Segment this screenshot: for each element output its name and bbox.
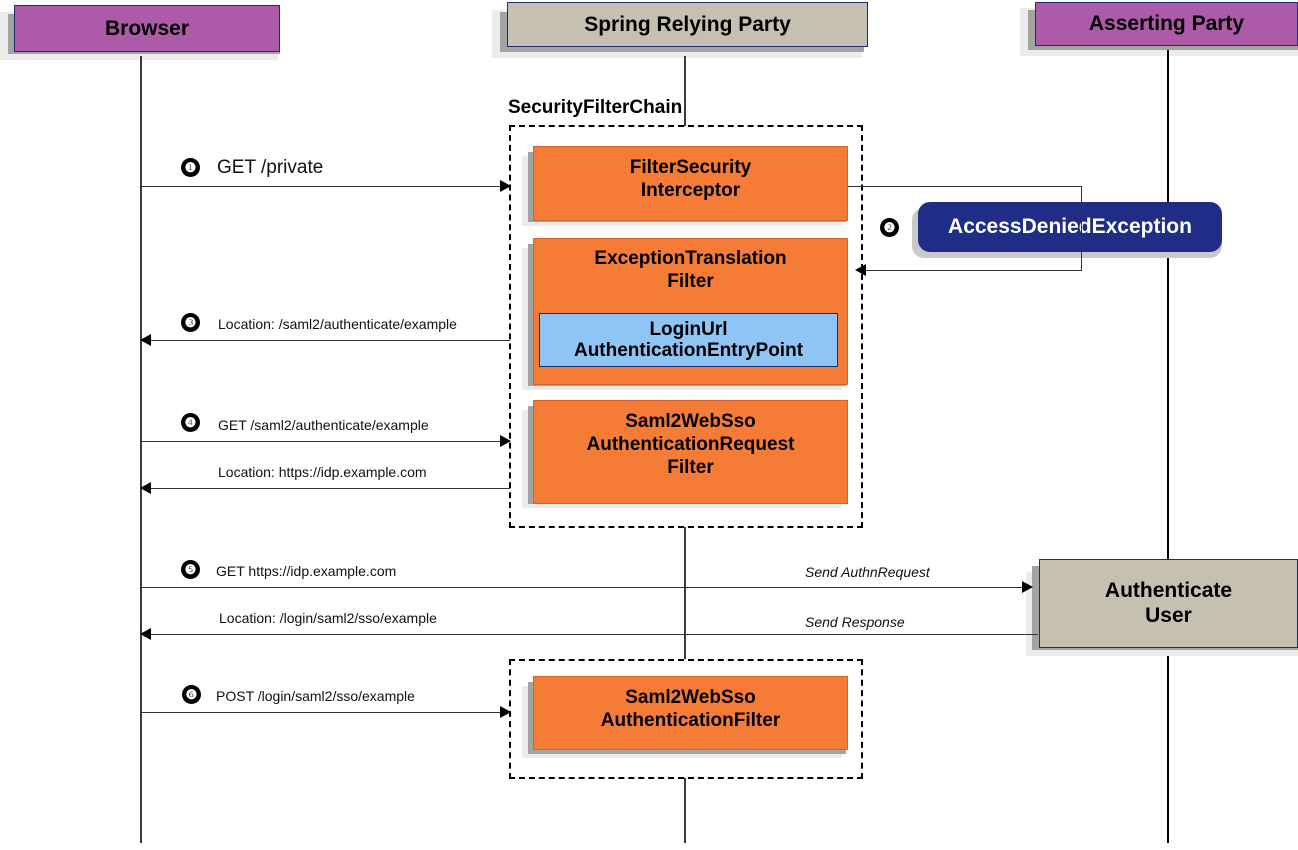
message-1-arrow (141, 186, 510, 187)
exception-arrow-bottom-segment (866, 270, 1082, 271)
lifeline-browser (140, 56, 142, 843)
message-5-arrow (150, 488, 510, 489)
step-3-bullet: ❸ (181, 313, 200, 332)
lifeline-asserting-top (1167, 50, 1169, 560)
lifeline-spring-top (684, 56, 686, 126)
entrypoint-line1: LoginUrl (649, 318, 728, 340)
lifeline-asserting-bottom (1167, 648, 1169, 843)
message-1-label: GET /private (217, 157, 324, 178)
entrypoint-line2: AuthenticationEntryPoint (573, 340, 804, 361)
message-3-arrow (150, 340, 510, 341)
swsarf-line2: AuthenticationRequest (586, 434, 795, 456)
fsi-line2: Interceptor (640, 180, 741, 202)
message-4-arrow (141, 441, 510, 442)
message-5-arrow-head (140, 482, 151, 494)
message-8-arrow (141, 712, 510, 713)
participant-spring-relying-party[interactable]: Spring Relying Party (507, 2, 868, 47)
filter-box-saml2-websso-authentication-request-filter[interactable]: Saml2WebSso AuthenticationRequest Filter (533, 400, 848, 504)
access-denied-exception-label: AccessDeniedException (948, 215, 1192, 238)
send-authn-request-label: Send AuthnRequest (805, 564, 930, 580)
message-7-arrow (150, 634, 1038, 635)
authenticate-user-box[interactable]: Authenticate User (1039, 559, 1298, 648)
exception-arrow-top-segment (848, 186, 1082, 187)
authenticate-user-line2: User (1145, 603, 1192, 627)
swsarf-line3: Filter (667, 457, 714, 479)
participant-asserting-party[interactable]: Asserting Party (1035, 2, 1298, 46)
step-4-bullet: ❹ (181, 413, 200, 432)
message-8-arrow-head (500, 706, 511, 718)
message-6-arrow-head (1022, 581, 1033, 593)
filter-box-filter-security-interceptor[interactable]: FilterSecurity Interceptor (533, 146, 848, 221)
etf-line2: Filter (667, 271, 714, 293)
message-8-label: POST /login/saml2/sso/example (216, 688, 415, 704)
message-6-arrow (141, 587, 1029, 588)
message-3-arrow-head (140, 334, 151, 346)
etf-line1: ExceptionTranslation (594, 248, 787, 269)
security-filter-chain-group (509, 125, 863, 528)
message-5-label: Location: https://idp.example.com (218, 464, 427, 480)
participant-spring-label: Spring Relying Party (584, 12, 791, 36)
message-6-label: GET https://idp.example.com (216, 563, 397, 579)
lifeline-spring-bottom (684, 778, 686, 843)
saml2-websso-authentication-filter-group (509, 659, 863, 779)
message-4-label: GET /saml2/authenticate/example (218, 417, 429, 433)
step-5-bullet: ❺ (181, 560, 200, 579)
message-3-label: Location: /saml2/authenticate/example (218, 316, 457, 332)
security-filter-chain-label: SecurityFilterChain (508, 97, 683, 118)
authenticate-user-line1: Authenticate (1104, 579, 1233, 603)
message-7-label: Location: /login/saml2/sso/example (219, 610, 437, 626)
step-1-bullet: ❶ (181, 158, 200, 177)
swsaf-line1: Saml2WebSso (625, 687, 756, 708)
exception-arrow-vertical-segment (1081, 186, 1082, 271)
exception-arrow-head (855, 264, 866, 276)
filter-box-saml2-websso-authentication-filter[interactable]: Saml2WebSso AuthenticationFilter (533, 676, 848, 750)
participant-asserting-label: Asserting Party (1088, 12, 1245, 35)
fsi-line1: FilterSecurity (629, 157, 752, 178)
login-url-authentication-entry-point[interactable]: LoginUrl AuthenticationEntryPoint (539, 313, 838, 367)
participant-browser[interactable]: Browser (14, 5, 280, 52)
participant-browser-label: Browser (104, 16, 190, 40)
message-4-arrow-head (500, 435, 511, 447)
swsarf-line1: Saml2WebSso (625, 411, 756, 432)
message-7-arrow-head (140, 628, 151, 640)
step-2-bullet: ❷ (880, 218, 899, 237)
access-denied-exception-box[interactable]: AccessDeniedException (918, 202, 1222, 252)
step-6-bullet: ❻ (182, 685, 201, 704)
swsaf-line2: AuthenticationFilter (600, 710, 781, 732)
message-1-arrow-head (500, 180, 511, 192)
lifeline-spring-mid (684, 527, 686, 659)
send-response-label: Send Response (805, 614, 905, 630)
